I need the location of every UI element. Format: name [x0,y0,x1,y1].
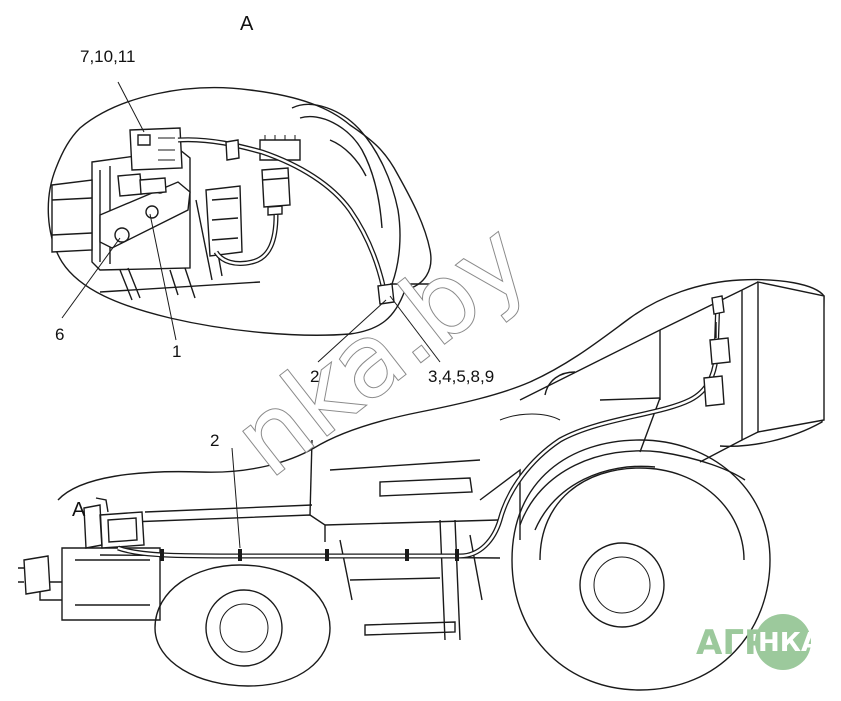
labels: A 7,10,11 6 1 2 3,4,5,8,9 2 A [55,13,494,521]
callout-1: 1 [172,342,181,361]
callout-leaders [61,81,441,549]
callout-a-tractor: A [72,499,86,521]
agronka-logo: АГРО НКА [696,614,821,670]
view-a-title: A [240,13,254,35]
callout-7-10-11: 7,10,11 [80,47,135,66]
callout-3-4-5-8-9: 3,4,5,8,9 [428,367,494,386]
logo-right-text: НКА [758,628,821,658]
front-wheel [154,564,331,687]
tractor-side-view [18,278,825,691]
tractor-outline [57,278,825,501]
rear-wheel [511,439,771,691]
detail-view-outline [47,87,432,336]
logo-circle [755,614,811,670]
detail-view-a [47,87,432,336]
watermark-text: nka.by [213,200,549,499]
callout-2-upper: 2 [310,367,319,386]
callout-2-lower: 2 [210,431,219,450]
callout-6: 6 [55,325,64,344]
